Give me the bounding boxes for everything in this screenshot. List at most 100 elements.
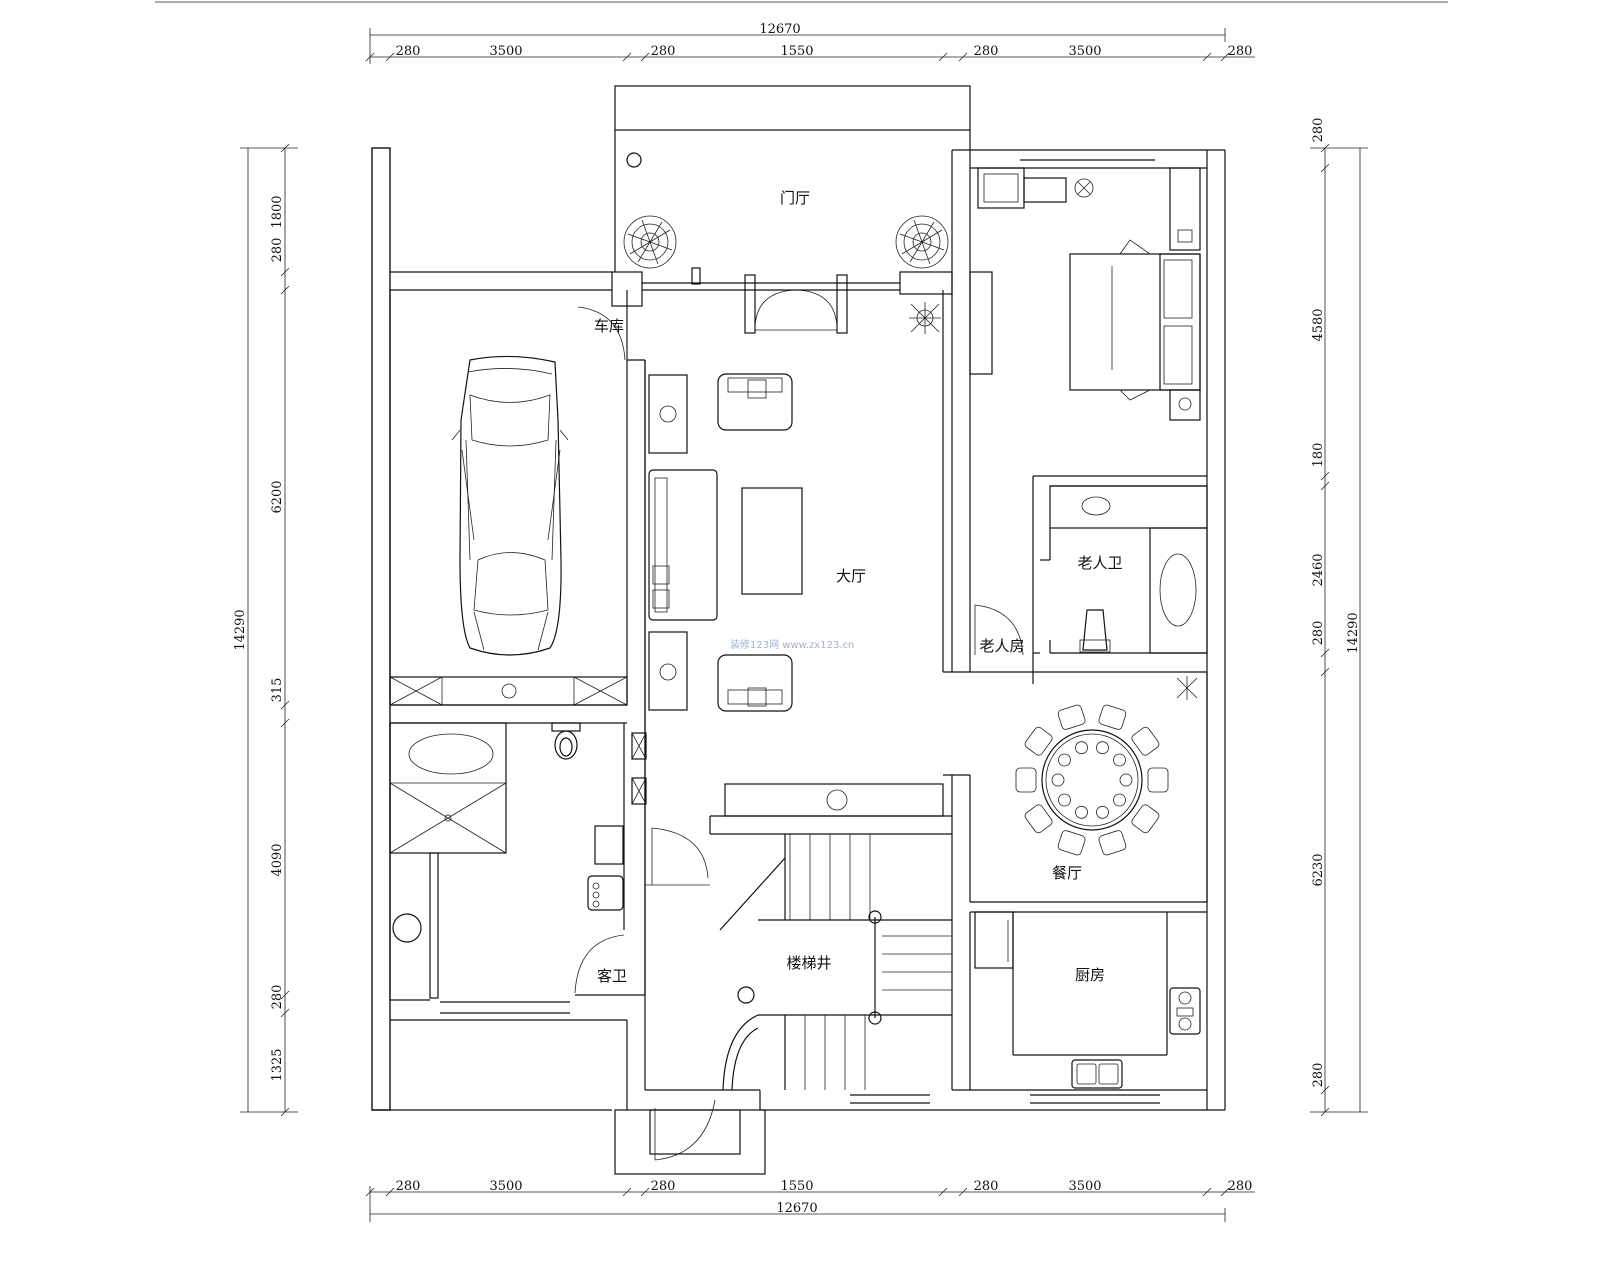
armchair-icon [717, 373, 793, 431]
coffee-table [741, 487, 803, 595]
bed-icon [1069, 239, 1201, 401]
sink-icon [1071, 1059, 1123, 1089]
dimension-tick [280, 1107, 290, 1117]
right-dim-3: 180 [1311, 443, 1326, 468]
left-dim-6: 280 [270, 985, 285, 1010]
top-dim-2: 3500 [489, 44, 522, 59]
room-label-elder-room: 老人房 [979, 637, 1024, 655]
plant-icon [1074, 178, 1094, 198]
sofa-icon [648, 469, 718, 621]
place-setting-icon [1096, 741, 1109, 755]
right-dim-5: 280 [1311, 621, 1326, 646]
bottom-dim-2: 3500 [489, 1179, 522, 1194]
right-dimension-chain: 280 4580 180 2460 280 6230 280 14290 [1310, 118, 1368, 1117]
right-total-dimension: 14290 [1346, 612, 1361, 653]
dimension-tick [622, 52, 632, 62]
dimension-tick [280, 267, 290, 277]
dimension-tick [280, 990, 290, 1000]
left-dim-1: 1800 [270, 195, 285, 228]
right-dim-4: 2460 [1311, 553, 1326, 586]
left-dim-7: 1325 [270, 1048, 285, 1081]
dining-table-icon [1015, 704, 1169, 856]
chair-icon [1131, 726, 1160, 756]
dimension-tick [1220, 52, 1230, 62]
front-wall [390, 267, 953, 307]
bottom-total-dimension: 12670 [776, 1201, 817, 1216]
top-dim-5: 280 [974, 44, 999, 59]
chair-icon [1024, 804, 1053, 834]
chair-icon [1057, 830, 1086, 856]
main-entrance-door[interactable] [744, 274, 848, 334]
place-setting-icon [1096, 805, 1109, 819]
bottom-dim-5: 280 [974, 1179, 999, 1194]
dimension-tick [365, 52, 375, 62]
dimension-tick [280, 143, 290, 153]
dimension-tick [622, 1187, 632, 1197]
stove-icon [1169, 987, 1201, 1035]
bottom-windows [850, 1094, 1160, 1104]
dimension-tick [1320, 163, 1330, 173]
chair-icon [1131, 804, 1160, 834]
left-dim-2: 280 [270, 238, 285, 263]
left-dimension-chain: 14290 1800 280 6200 315 4090 280 1325 [233, 143, 298, 1117]
dimension-tick [640, 1187, 650, 1197]
dimension-tick [1320, 1107, 1330, 1117]
dimension-tick [365, 1187, 375, 1197]
dimension-tick [958, 1187, 968, 1197]
dimension-tick [938, 1187, 948, 1197]
dimension-tick [1202, 52, 1212, 62]
chair-icon [1057, 704, 1086, 730]
elder-bedroom [977, 159, 1207, 672]
room-label-entrance: 门厅 [780, 189, 810, 207]
dimension-tick [1220, 1187, 1230, 1197]
dimension-tick [1320, 481, 1330, 491]
plant-icon [895, 215, 949, 269]
dimension-tick [1320, 667, 1330, 677]
bottom-dimension-chain: 280 3500 280 1550 280 3500 280 12670 [365, 1179, 1255, 1222]
room-label-kitchen: 厨房 [1075, 966, 1105, 984]
dining-room [970, 671, 1208, 913]
room-label-dining: 餐厅 [1052, 864, 1082, 882]
car-icon [451, 355, 569, 656]
room-label-elder-bath: 老人卫 [1077, 554, 1122, 572]
dimension-tick [640, 52, 650, 62]
bottom-dim-6: 3500 [1068, 1179, 1101, 1194]
left-dim-5: 4090 [270, 843, 285, 876]
top-dim-4: 1550 [780, 44, 813, 59]
bottom-dim-7: 280 [1228, 1179, 1253, 1194]
chair-icon [1098, 830, 1127, 856]
bottom-dim-3: 280 [651, 1179, 676, 1194]
top-dimension-chain: 12670 280 3500 280 1550 280 3500 280 [365, 22, 1255, 64]
bottom-dim-4: 1550 [780, 1179, 813, 1194]
room-label-stairwell: 楼梯井 [786, 954, 831, 972]
place-setting-icon [1113, 753, 1126, 767]
toilet-icon [551, 722, 581, 760]
stair-landing [709, 774, 971, 1090]
chair-icon [1015, 767, 1037, 793]
right-dim-2: 4580 [1311, 308, 1326, 341]
dimension-tick [1202, 1187, 1212, 1197]
chair-icon [1147, 767, 1169, 793]
kitchen [952, 911, 1207, 1091]
dimension-tick [958, 52, 968, 62]
room-label-guest-bath: 客卫 [597, 967, 627, 985]
place-setting-icon [1075, 805, 1088, 819]
right-dim-1: 280 [1311, 118, 1326, 143]
entrance-porch [614, 85, 971, 272]
bottom-dim-1: 280 [396, 1179, 421, 1194]
left-dim-3: 6200 [270, 480, 285, 513]
top-dim-1: 280 [396, 44, 421, 59]
left-dim-4: 315 [270, 678, 285, 703]
armchair-icon [977, 167, 1025, 209]
chair-icon [1098, 704, 1127, 730]
place-setting-icon [1058, 753, 1071, 767]
room-label-garage: 车库 [594, 317, 624, 335]
side-entrance [614, 1099, 766, 1175]
dimension-tick [1320, 648, 1330, 658]
chair-icon [1024, 726, 1053, 756]
guest-bathroom [389, 722, 646, 1110]
dimension-tick [280, 1008, 290, 1018]
top-dim-6: 3500 [1068, 44, 1101, 59]
dimension-tick [1320, 471, 1330, 481]
